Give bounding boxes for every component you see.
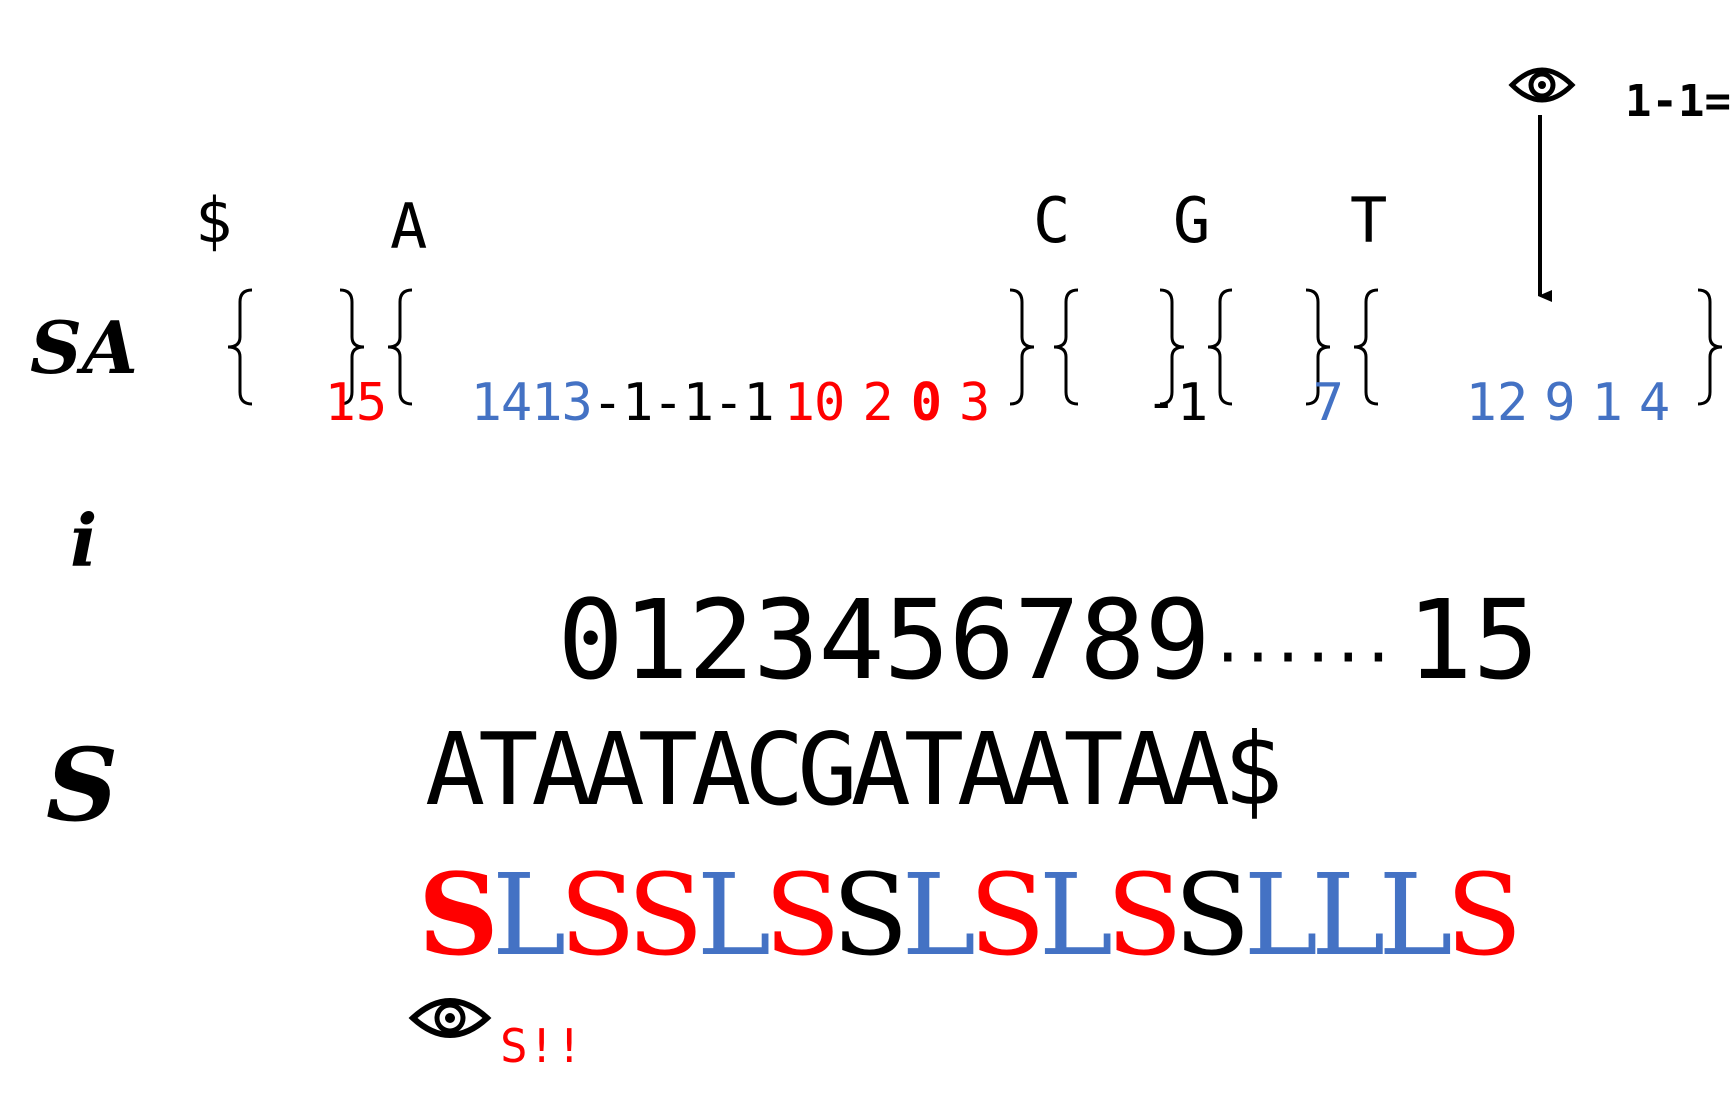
bucket-header-c: C: [1033, 184, 1071, 257]
eye-icon: [408, 998, 492, 1038]
index-row-label: i: [70, 498, 98, 583]
type-s-char: S: [969, 851, 1046, 981]
type-s-char: S: [831, 851, 909, 981]
sa-value: 1: [1591, 373, 1623, 433]
bracket-close-a: [1009, 288, 1035, 406]
bracket-close-t: [1697, 288, 1723, 406]
sa-value: -1: [1145, 373, 1209, 433]
bracket-close-c: [1159, 288, 1185, 406]
bracket-open-t: [1353, 288, 1379, 406]
formula-expression: 1-1=: [1624, 76, 1731, 127]
type-s-char: S: [418, 850, 499, 981]
sa-value: 15: [324, 373, 388, 433]
type-s-char: S: [559, 851, 634, 981]
bracket-open-a: [387, 288, 413, 406]
sa-value: 14: [470, 373, 533, 433]
type-l-char: L: [901, 851, 976, 981]
sequence-row-label: S: [46, 726, 119, 844]
sequence-string: ATAATACGATAATAA$: [425, 711, 1283, 828]
sa-value: -1: [713, 373, 775, 433]
index-end: 15: [1406, 576, 1539, 704]
sa-value: 7: [1312, 373, 1344, 433]
type-s-char: S: [1173, 851, 1251, 981]
s-type-note: S!!: [500, 1019, 584, 1073]
pointer-formula: 1-1=0: [1572, 36, 1733, 124]
bucket-header-g: G: [1173, 184, 1211, 257]
bucket-header-dollar: $: [195, 184, 233, 257]
sa-value: 3: [959, 373, 990, 433]
bracket-open-c: [1053, 288, 1079, 406]
eye-icon: [1508, 67, 1576, 103]
sa-value: 4: [1638, 373, 1671, 433]
formula-result: 0: [1731, 76, 1733, 127]
index-dots: ······: [1209, 623, 1397, 693]
type-s-char: S: [1106, 851, 1181, 981]
type-l-char: L: [1243, 851, 1318, 981]
index-row: 0123456789······15: [425, 475, 1538, 695]
index-start: 0123456789: [557, 576, 1210, 704]
type-s-char: S: [1445, 851, 1523, 981]
type-l-char: L: [1038, 851, 1113, 981]
type-l-char: L: [1311, 851, 1385, 981]
sa-value: 12: [1465, 373, 1529, 433]
type-l-char: L: [696, 851, 771, 981]
sa-bucket-dollar: 15: [262, 325, 388, 429]
type-s-char: S: [764, 851, 839, 981]
sa-value: 9: [1544, 373, 1576, 433]
sa-value: 10: [783, 373, 846, 433]
sa-bucket-c: -1: [1083, 325, 1209, 429]
sa-value: -1: [591, 373, 654, 433]
sa-row-label: SA: [30, 305, 138, 390]
sa-value: 2: [862, 373, 893, 433]
type-l-char: L: [491, 851, 566, 981]
bracket-close-g: [1305, 288, 1331, 406]
bracket-open-dollar: [227, 288, 253, 406]
sa-value: -1: [652, 373, 715, 433]
type-string: SLSSLSSLSLSSLLLS: [418, 860, 1522, 973]
sa-bucket-g: 7: [1250, 325, 1344, 429]
type-l-char: L: [1378, 851, 1452, 981]
type-s-char: S: [627, 851, 704, 981]
bucket-header-a: A: [390, 190, 428, 263]
bucket-header-t: T: [1350, 184, 1388, 257]
bracket-open-g: [1207, 288, 1233, 406]
sa-value: 13: [531, 373, 593, 433]
bracket-close-dollar: [339, 288, 365, 406]
sa-value: 0: [910, 373, 942, 433]
sa-bracket-group: [227, 288, 1723, 406]
